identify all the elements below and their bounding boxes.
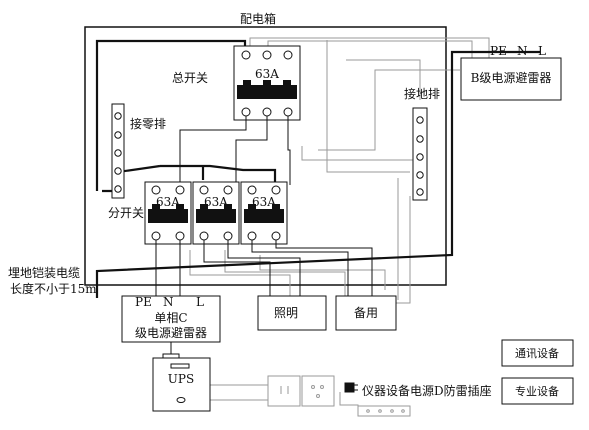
comm-equipment-box (501, 339, 574, 367)
b-arrester-n: N (517, 44, 528, 58)
branch-breaker-3-rating: 63A (252, 195, 276, 209)
d-socket-label: 仪器设备电源D防雷插座 (362, 383, 492, 398)
branch-breaker-2 (192, 181, 240, 245)
branch-switch-label: 分开关 (108, 206, 144, 220)
b-arrester-pe: PE (490, 44, 507, 58)
ups-label: UPS (168, 372, 194, 386)
ground-bar (412, 107, 428, 201)
c-arrester-line2: 级电源避雷器 (135, 326, 207, 340)
branch-breaker-2-rating: 63A (204, 195, 228, 209)
branch-breaker-1 (144, 181, 192, 245)
c-arrester-n: N (163, 295, 174, 309)
b-class-arrester (460, 57, 562, 101)
spare-box (335, 295, 397, 331)
ups-power-button (176, 397, 186, 403)
c-arrester-line1: 单相C (154, 311, 187, 325)
c-arrester-pe: PE (135, 295, 152, 309)
branch-output-wires (155, 240, 373, 296)
distribution-box-title: 配电箱 (240, 11, 276, 26)
buried-cable (95, 39, 540, 298)
branch-breaker-1-rating: 63A (156, 195, 180, 209)
b-arrester-l: L (538, 44, 546, 58)
branch-breaker-3 (240, 181, 288, 245)
ups-display (170, 363, 190, 369)
pro-equipment-label: 专业设备 (515, 384, 559, 398)
wall-sockets (267, 375, 335, 407)
plug-icon (344, 382, 358, 393)
pro-equipment-box (501, 377, 574, 405)
comm-equipment-label: 通讯设备 (515, 346, 559, 360)
neutral-bar (111, 103, 125, 199)
lighting-box (257, 295, 327, 331)
b-arrester-name: B级电源避雷器 (471, 71, 552, 85)
main-breaker-rating: 63A (255, 67, 279, 81)
lighting-label: 照明 (274, 306, 298, 320)
power-strip-icon (357, 405, 411, 417)
main-breaker (233, 45, 301, 121)
neutral-bar-label: 接零排 (130, 116, 166, 131)
cable-label-line2: 长度不小于15m (10, 281, 97, 296)
main-switch-label: 总开关 (172, 71, 208, 85)
c-arrester-l: L (196, 295, 204, 309)
grey-wiring (189, 37, 490, 412)
spare-label: 备用 (354, 306, 378, 320)
ups-connector (162, 353, 180, 359)
ground-bar-label: 接地排 (404, 86, 440, 101)
distribution-box-frame (84, 26, 447, 286)
main-to-branch-wires (179, 116, 291, 185)
cable-label-line1: 埋地铠装电缆 (8, 265, 80, 280)
c-class-arrester (121, 295, 221, 343)
